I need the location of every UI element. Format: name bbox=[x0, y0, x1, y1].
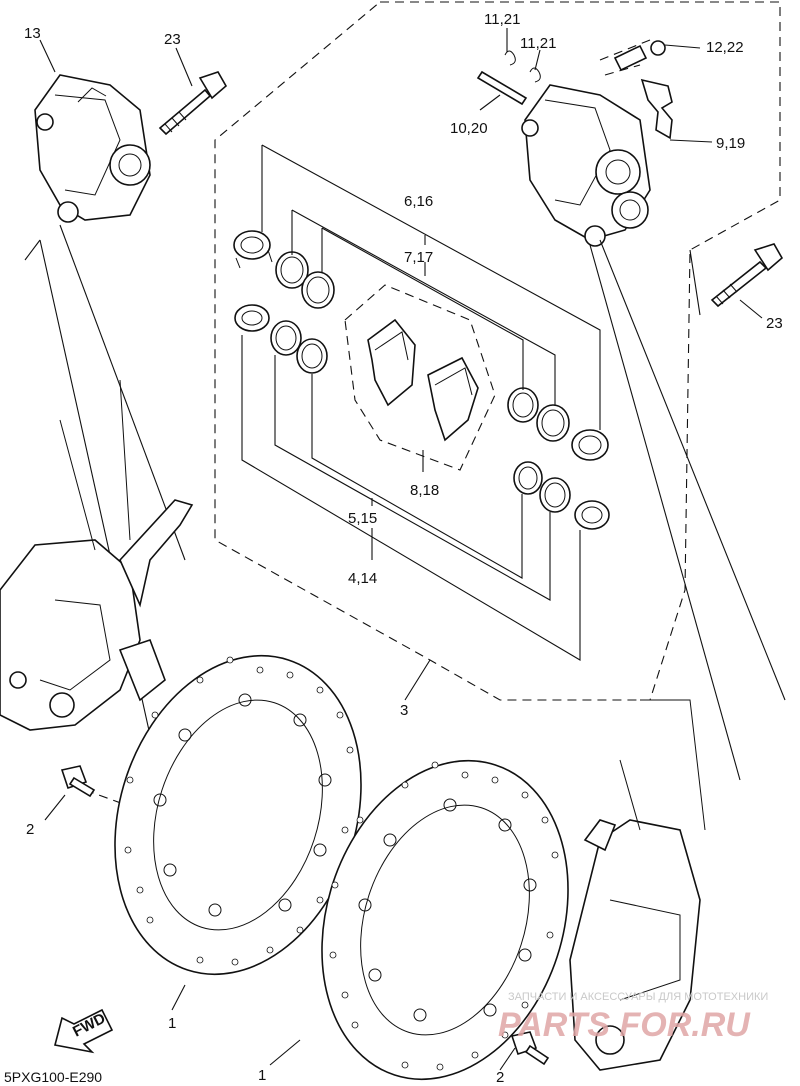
callout-7-17: 7,17 bbox=[404, 249, 433, 266]
piston-upper-right bbox=[571, 429, 609, 461]
right-caliper bbox=[521, 84, 651, 247]
drawing-code: 5PXG100-E290 bbox=[4, 1069, 102, 1085]
left-caliper bbox=[34, 74, 151, 223]
callout-23-right: 23 bbox=[766, 315, 783, 332]
callout-10-20: 10,20 bbox=[450, 120, 488, 137]
caliper-bolt-right bbox=[710, 243, 784, 308]
disc-bolt-right bbox=[510, 1031, 550, 1066]
callout-12-22: 12,22 bbox=[706, 39, 744, 56]
callout-11-21: 11,21 bbox=[520, 35, 556, 52]
pad-spring bbox=[640, 78, 673, 140]
seal-upper-left bbox=[275, 251, 335, 309]
callout-23-left: 23 bbox=[164, 31, 181, 48]
callout-1-right: 1 bbox=[258, 1067, 266, 1084]
left-fork-leg bbox=[0, 379, 194, 731]
callout-5-15: 5,15 bbox=[348, 510, 377, 527]
pad-pin bbox=[476, 70, 528, 106]
seal-lower-left bbox=[270, 320, 328, 374]
callout-2-right: 2 bbox=[496, 1069, 504, 1086]
caliper-bolt-left bbox=[158, 71, 228, 136]
callout-8-18: 8,18 bbox=[410, 482, 439, 499]
callout-9-19: 9,19 bbox=[716, 135, 745, 152]
callout-3: 3 bbox=[400, 702, 408, 719]
seal-lower-right bbox=[513, 461, 571, 513]
disc-bolt-left bbox=[60, 765, 96, 798]
brake-pad-front bbox=[367, 318, 416, 407]
right-fork-leg bbox=[569, 699, 706, 1071]
callout-1-left: 1 bbox=[168, 1015, 176, 1032]
bleed-screw bbox=[613, 40, 666, 72]
pad-kit-boundary bbox=[344, 284, 496, 471]
piston-lower-left bbox=[234, 304, 270, 332]
callout-11-21-top: 11,21 bbox=[484, 11, 520, 28]
watermark-caption: ЗАПЧАСТИ И АКСЕССУАРЫ ДЛЯ МОТОТЕХНИКИ bbox=[508, 991, 768, 1003]
seal-upper-right bbox=[507, 387, 570, 442]
piston-upper-left bbox=[233, 230, 273, 269]
pin-clips bbox=[504, 50, 541, 83]
brake-disc-right bbox=[321, 759, 569, 1081]
watermark-brand: PARTS FOR.RU bbox=[498, 1006, 751, 1044]
callout-4-14: 4,14 bbox=[348, 570, 377, 587]
brake-pad-rear bbox=[427, 356, 479, 442]
callout-6-16: 6,16 bbox=[404, 193, 433, 210]
forward-arrow-icon: FWD bbox=[54, 1008, 114, 1054]
callout-13: 13 bbox=[24, 25, 41, 42]
piston-lower-right bbox=[574, 500, 610, 530]
callout-2-left: 2 bbox=[26, 821, 34, 838]
